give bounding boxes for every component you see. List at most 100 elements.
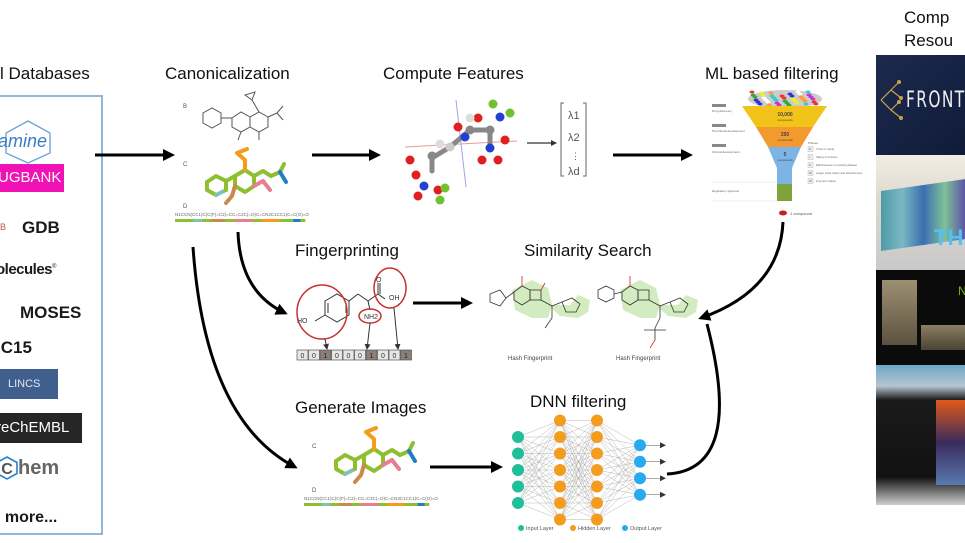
group-oh: OH <box>389 295 400 302</box>
label-c: C <box>183 162 188 168</box>
phase-box <box>807 162 814 168</box>
nn-connection <box>517 420 561 471</box>
registered-mark: ® <box>52 264 56 270</box>
zinc-logo: IC15 <box>0 338 32 357</box>
theta-image: THE <box>876 155 965 270</box>
molecule-b-drawing: B <box>183 91 284 141</box>
smiles-bar-segment <box>225 219 235 222</box>
fingerprint-bit <box>388 349 401 361</box>
fingerprint-bit-value: 1 <box>404 353 408 360</box>
atom <box>460 132 470 142</box>
funnel-value-3: 5 <box>784 152 787 158</box>
pill-icon <box>753 98 759 102</box>
nn-connection <box>517 486 561 504</box>
nn-connection <box>559 420 598 471</box>
similarity-molecule-1: Hash Fingerprint <box>489 276 590 362</box>
title-fingerprinting: Fingerprinting <box>295 241 399 260</box>
hidden-node <box>591 464 603 476</box>
smiles-bar-segment <box>279 219 294 222</box>
nvidia-text: N <box>958 284 965 298</box>
funnel-desc-1: Drug discovery <box>712 109 733 113</box>
group-ho: HO <box>297 318 308 325</box>
legend-label: Output Layer <box>630 526 662 532</box>
phase-id: II <box>809 163 811 167</box>
fingerprint-illustration <box>296 267 407 350</box>
summit-image <box>876 365 965 505</box>
molecule-c-drawing: C <box>183 147 288 205</box>
output-node <box>634 455 646 468</box>
smiles-bar-segment <box>211 219 226 222</box>
hidden-node <box>554 414 566 427</box>
atom <box>433 185 443 195</box>
group-nh2: NH2 <box>364 314 378 321</box>
surechembl-logo: reChEMBL <box>0 413 82 443</box>
legend-label: Hidden Layer <box>578 526 611 532</box>
nn-connection <box>559 486 598 520</box>
enamine-logo-text: amine <box>0 131 48 151</box>
funnel-stage-3 <box>768 147 801 184</box>
pill-icon <box>787 92 793 96</box>
similarity-caption-2: Hash Fingerprint <box>616 356 661 362</box>
nn-connection <box>517 420 561 487</box>
nn-connection <box>596 494 641 520</box>
hidden-node <box>554 513 566 526</box>
fingerprint-bit <box>400 349 412 361</box>
hidden-node <box>591 497 603 509</box>
fingerprint-bit-value: 0 <box>301 353 305 360</box>
drugbank-logo: UGBANK <box>0 164 64 192</box>
phase-id: I <box>809 155 810 159</box>
atom <box>495 112 505 122</box>
phases-title: Phases <box>808 141 819 145</box>
title-compute-resources-1: Comp <box>904 8 950 27</box>
phase-box <box>807 170 814 176</box>
title-dnn-filtering: DNN filtering <box>530 392 627 411</box>
pubchem-logo-text: hem <box>18 457 60 479</box>
atom <box>493 155 503 165</box>
input-node <box>512 447 524 460</box>
phase-box <box>807 154 814 160</box>
nn-connection <box>596 420 641 446</box>
legend-label: Input Layer <box>526 526 554 532</box>
more-databases-label: l more... <box>0 509 58 526</box>
lincs-logo: LINCS <box>0 369 58 399</box>
nn-connection <box>559 420 598 454</box>
smiles-bar-segment <box>417 503 425 506</box>
summit-panel <box>936 400 965 485</box>
drug-discovery-funnel: 10,000 compounds 250 compounds 5 compoun… <box>712 90 863 216</box>
hidden-node <box>554 431 566 443</box>
legend-swatch <box>570 525 576 531</box>
fingerprint-bit-value: 0 <box>335 353 339 360</box>
smiles-bar-segment <box>175 219 194 222</box>
pubchem-logo: C hem <box>0 456 60 480</box>
dnn-legend: Input Layer Hidden Layer Output Layer <box>518 525 662 532</box>
smiles-bar-segment <box>330 503 340 506</box>
database-panel: amine UGBANK B GDB olecules® I MOSES IC1… <box>0 95 103 535</box>
funnel-desc-4: Regulatory approval <box>712 189 739 193</box>
label-d: D <box>183 204 188 210</box>
fingerprint-bit <box>308 349 320 361</box>
fingerprint-bit <box>296 349 309 361</box>
vector-lambda-2: λ2 <box>568 132 580 144</box>
funnel-unit-3: compounds <box>777 158 793 162</box>
gdb-prefix: B <box>0 222 7 232</box>
smiles-bar-segment <box>252 219 262 222</box>
neural-network <box>512 414 666 526</box>
fingerprint-bit <box>365 349 378 361</box>
nn-connection <box>596 445 641 520</box>
title-compute-features: Compute Features <box>383 64 524 83</box>
nn-connection <box>517 420 561 454</box>
funnel-value-1: 10,000 <box>777 112 793 118</box>
output-node <box>634 488 646 501</box>
fingerprint-bit-value: 0 <box>312 353 316 360</box>
smiles-bar-segment <box>404 503 418 506</box>
nn-connection <box>559 420 598 520</box>
label-d-2: D <box>312 488 317 494</box>
feature-vector: λ1 λ2 ⋮ λd <box>560 102 587 178</box>
smiles-bar-segment <box>193 219 203 222</box>
atom <box>435 139 445 149</box>
atom <box>413 191 423 201</box>
atom <box>419 181 429 191</box>
smiles-bar-segment <box>202 219 212 222</box>
similarity-molecule-2: Hash Fingerprint <box>597 276 698 362</box>
